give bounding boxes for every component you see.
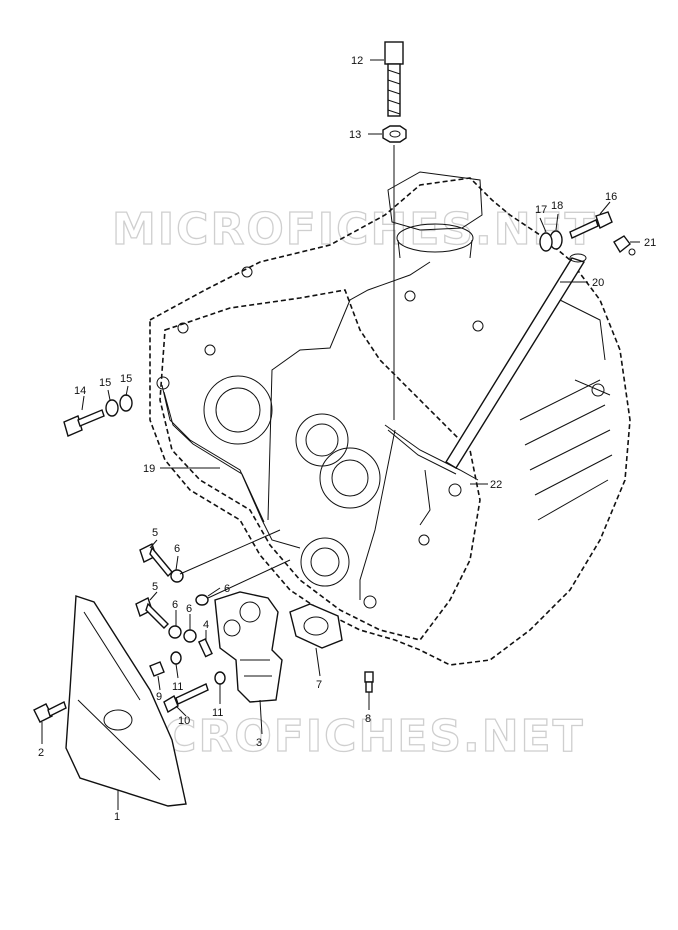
callout-9: 9 — [156, 691, 162, 703]
callout-1: 1 — [114, 811, 120, 823]
oil-pipe-19 — [161, 261, 431, 549]
callout-11-b: 11 — [212, 707, 223, 719]
watermark-top: MICROFICHES.NET — [112, 204, 597, 255]
bolt-8 — [364, 671, 374, 693]
callout-20: 20 — [592, 277, 604, 289]
washer-11-b — [214, 671, 226, 685]
callout-5-upper: 5 — [152, 527, 158, 539]
dipstick-20 — [445, 253, 587, 469]
callout-2: 2 — [38, 747, 44, 759]
washer-6-mid — [195, 594, 209, 606]
callout-18: 18 — [551, 200, 563, 212]
bolt-5-lower — [135, 597, 169, 629]
bolt-9 — [149, 661, 165, 677]
gasket-7 — [289, 603, 343, 649]
callout-22: 22 — [490, 479, 502, 491]
washer-6-lower-a — [168, 625, 182, 639]
bolt-2 — [33, 701, 67, 723]
callout-13: 13 — [349, 129, 361, 141]
callout-8: 8 — [365, 713, 371, 725]
callout-6-upper: 6 — [174, 543, 180, 555]
callout-15-a: 15 — [99, 377, 111, 389]
washer-6-upper — [170, 569, 184, 583]
fitting-21 — [613, 235, 636, 256]
leader-lines — [41, 59, 640, 810]
washer-15-a — [105, 399, 119, 417]
callout-21: 21 — [644, 237, 656, 249]
callout-19: 19 — [143, 463, 155, 475]
pin-4 — [197, 638, 213, 658]
crankcase-body — [149, 171, 631, 666]
oil-pump-3 — [214, 591, 283, 703]
callout-6-lower-a: 6 — [172, 599, 178, 611]
bolt-14 — [63, 409, 105, 437]
bolt-axis-lines — [179, 529, 291, 599]
callout-4: 4 — [203, 619, 209, 631]
washer-11-a — [170, 651, 182, 665]
callout-5-lower: 5 — [152, 581, 158, 593]
bolt-16 — [569, 211, 613, 239]
callout-11-a: 11 — [172, 681, 183, 693]
callout-6-mid: 6 — [224, 583, 230, 595]
callout-7: 7 — [316, 679, 322, 691]
washer-15-b — [119, 394, 133, 412]
callout-6-lower-b: 6 — [186, 603, 192, 615]
callout-12: 12 — [351, 55, 363, 67]
cover-1 — [65, 595, 187, 807]
watermark-bottom: MICROFICHES.NET — [100, 711, 585, 762]
washer-6-lower-b — [183, 629, 197, 643]
callout-14: 14 — [74, 385, 86, 397]
washer-17 — [539, 232, 553, 252]
oil-pipe-22 — [359, 424, 479, 600]
callout-17: 17 — [535, 204, 547, 216]
bolt-10 — [163, 683, 209, 714]
stud-12 — [384, 41, 404, 117]
callout-3: 3 — [256, 737, 262, 749]
callout-15-b: 15 — [120, 373, 132, 385]
nut-13 — [382, 125, 407, 143]
bolt-5-upper — [139, 543, 173, 578]
callout-10: 10 — [178, 715, 190, 727]
callout-16: 16 — [605, 191, 617, 203]
